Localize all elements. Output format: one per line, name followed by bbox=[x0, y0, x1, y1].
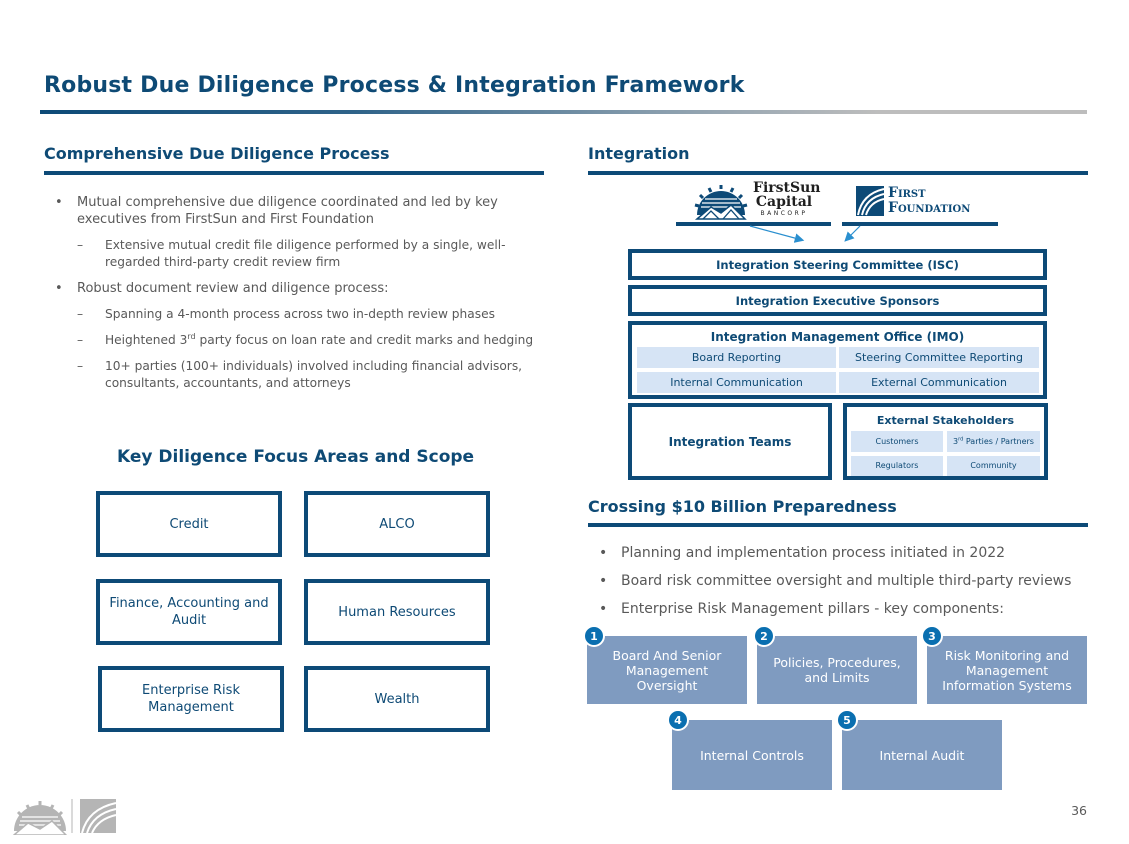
focus-area-alco: ALCO bbox=[304, 491, 490, 557]
pillar-2: Policies, Procedures, and Limits bbox=[757, 636, 917, 704]
sub-bullet-item: Spanning a 4-month process across two in… bbox=[44, 306, 544, 323]
due-diligence-bullets: Mutual comprehensive due diligence coord… bbox=[44, 194, 544, 401]
integration-divider bbox=[588, 171, 1088, 175]
preparedness-heading: Crossing $10 Billion Preparedness bbox=[588, 497, 897, 516]
imo-box: Integration Management Office (IMO) Boar… bbox=[628, 321, 1047, 399]
title-divider bbox=[40, 110, 1087, 114]
pillar-5-badge: 5 bbox=[836, 709, 858, 731]
integration-heading: Integration bbox=[588, 144, 690, 163]
bullet-item: Robust document review and diligence pro… bbox=[44, 280, 544, 297]
sub-bullet-item: Heightened 3rd party focus on loan rate … bbox=[44, 332, 544, 349]
arrow-firstsun-icon bbox=[749, 225, 805, 243]
page-number: 36 bbox=[1071, 803, 1087, 818]
preparedness-bullets: •Planning and implementation process ini… bbox=[588, 539, 1098, 623]
footer-logos bbox=[11, 797, 120, 836]
focus-area-wealth: Wealth bbox=[304, 666, 490, 732]
pillar-3: Risk Monitoring and Management Informati… bbox=[927, 636, 1087, 704]
imo-cell-external-comm: External Communication bbox=[839, 372, 1039, 393]
imo-cell-internal-comm: Internal Communication bbox=[637, 372, 836, 393]
pillar-1-badge: 1 bbox=[583, 625, 605, 647]
imo-cell-steering-reporting: Steering Committee Reporting bbox=[839, 347, 1039, 368]
first-foundation-logo: First Foundation bbox=[856, 186, 986, 218]
pillar-5: Internal Audit bbox=[842, 720, 1002, 790]
bullet-item: •Enterprise Risk Management pillars - ke… bbox=[599, 601, 1004, 617]
imo-title: Integration Management Office (IMO) bbox=[710, 330, 965, 344]
executive-sponsors-box: Integration Executive Sponsors bbox=[628, 285, 1047, 316]
first-foundation-logo-rule bbox=[842, 222, 998, 226]
due-diligence-divider bbox=[44, 171, 544, 175]
key-diligence-title: Key Diligence Focus Areas and Scope bbox=[117, 447, 475, 467]
page-title: Robust Due Diligence Process & Integrati… bbox=[44, 73, 745, 98]
focus-area-finance: Finance, Accounting and Audit bbox=[96, 579, 282, 645]
pillar-4-badge: 4 bbox=[667, 709, 689, 731]
bullet-item: Mutual comprehensive due diligence coord… bbox=[44, 194, 544, 228]
stakeholder-customers: Customers bbox=[851, 431, 943, 452]
stakeholder-regulators: Regulators bbox=[851, 456, 943, 476]
focus-area-erm: Enterprise Risk Management bbox=[98, 666, 284, 732]
due-diligence-heading: Comprehensive Due Diligence Process bbox=[44, 144, 390, 163]
sub-bullet-item: 10+ parties (100+ individuals) involved … bbox=[44, 358, 544, 392]
stakeholder-third-parties: 3rd Parties / Partners bbox=[947, 431, 1040, 452]
firstsun-logo-rule bbox=[676, 222, 831, 226]
firstsun-sun-icon bbox=[694, 185, 748, 220]
focus-area-credit: Credit bbox=[96, 491, 282, 557]
focus-area-hr: Human Resources bbox=[304, 579, 490, 645]
external-stakeholders-box: External Stakeholders Customers 3rd Part… bbox=[843, 403, 1048, 480]
firstsun-logo: FirstSun Capital BANCORP bbox=[693, 181, 820, 221]
bullet-item: •Planning and implementation process ini… bbox=[599, 545, 1006, 561]
steering-committee-box: Integration Steering Committee (ISC) bbox=[628, 249, 1047, 280]
external-stakeholders-title: External Stakeholders bbox=[876, 414, 1015, 427]
merge-arrows bbox=[749, 225, 861, 243]
stakeholder-community: Community bbox=[947, 456, 1040, 476]
integration-teams-box: Integration Teams bbox=[628, 403, 832, 480]
sub-bullet-item: Extensive mutual credit file diligence p… bbox=[44, 237, 544, 271]
preparedness-divider bbox=[588, 523, 1088, 527]
first-foundation-mark-icon bbox=[856, 186, 884, 216]
pillar-4: Internal Controls bbox=[672, 720, 832, 790]
arrow-first-foundation-icon bbox=[844, 225, 861, 242]
imo-cell-board-reporting: Board Reporting bbox=[637, 347, 836, 368]
footer-logo-icon bbox=[11, 799, 117, 836]
pillar-1: Board And Senior Management Oversight bbox=[587, 636, 747, 704]
pillar-3-badge: 3 bbox=[921, 625, 943, 647]
bullet-item: •Board risk committee oversight and mult… bbox=[599, 573, 1072, 589]
pillar-2-badge: 2 bbox=[753, 625, 775, 647]
